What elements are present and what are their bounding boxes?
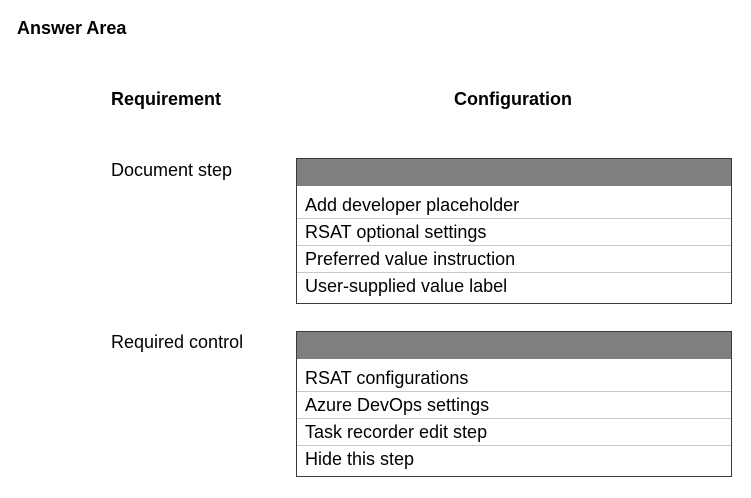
dropdown-selected-area[interactable] [297,332,731,359]
requirement-document-step: Document step [111,160,233,180]
dropdown-selected-area[interactable] [297,159,731,186]
configuration-dropdown-document-step[interactable]: Add developer placeholder RSAT optional … [296,158,732,304]
dropdown-options-list: RSAT configurations Azure DevOps setting… [297,359,731,472]
dropdown-option[interactable]: User-supplied value label [305,276,508,296]
answer-area-title: Answer Area [17,18,127,38]
requirement-column-header: Requirement [111,89,222,109]
dropdown-option[interactable]: RSAT optional settings [297,219,731,246]
dropdown-option[interactable]: Hide this step [305,449,415,469]
dropdown-option[interactable]: Task recorder edit step [297,419,731,446]
configuration-dropdown-required-control[interactable]: RSAT configurations Azure DevOps setting… [296,331,732,477]
dropdown-option[interactable]: RSAT configurations [297,365,731,392]
dropdown-options-list: Add developer placeholder RSAT optional … [297,186,731,299]
dropdown-option[interactable]: Preferred value instruction [297,246,731,273]
requirement-required-control: Required control [111,332,244,352]
dropdown-option[interactable]: Add developer placeholder [297,192,731,219]
dropdown-option[interactable]: Azure DevOps settings [297,392,731,419]
configuration-column-header: Configuration [454,89,572,109]
